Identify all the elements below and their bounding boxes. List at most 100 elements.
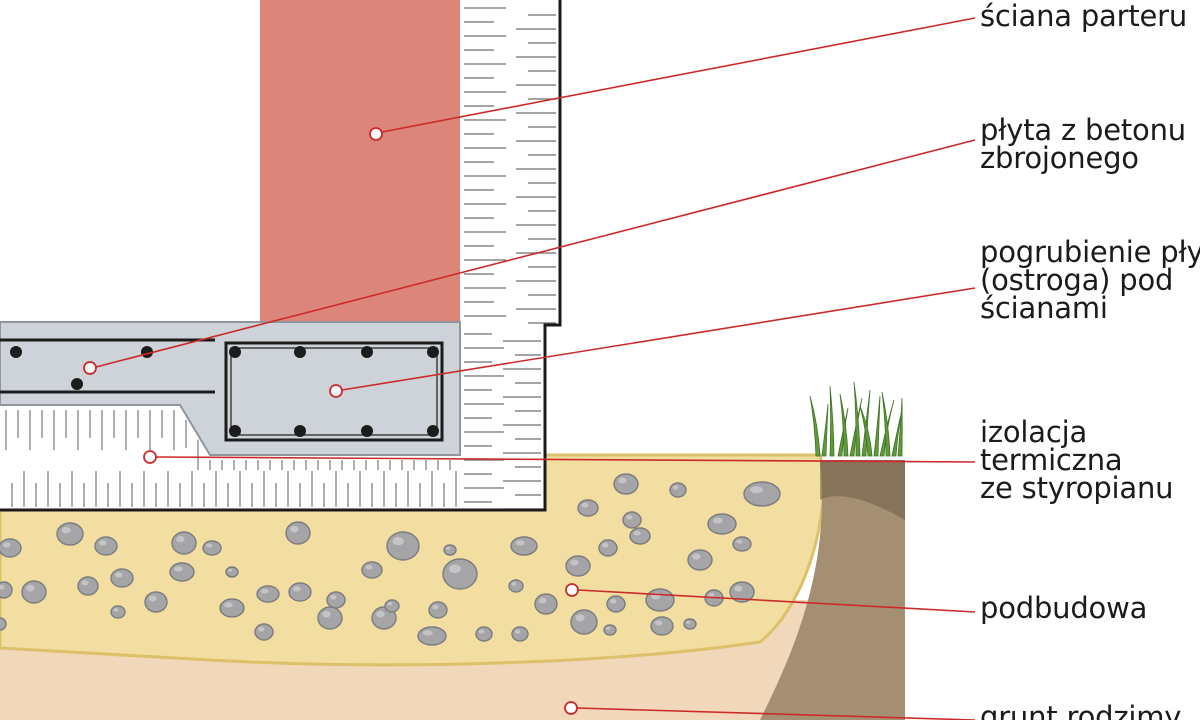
wall-outline — [0, 0, 562, 512]
stone-highlight — [672, 485, 679, 490]
stone-highlight — [712, 517, 723, 524]
stone-highlight — [734, 585, 743, 592]
stone — [475, 626, 493, 642]
stone-highlight — [98, 540, 107, 546]
stone-highlight — [292, 586, 301, 592]
stone — [442, 558, 478, 590]
stone — [508, 579, 524, 593]
stone — [219, 598, 245, 618]
stone — [0, 581, 13, 599]
leader-line-plyta — [95, 139, 976, 368]
marker-podbudowa — [565, 583, 579, 597]
stone — [510, 536, 538, 556]
grass-blade — [829, 385, 835, 457]
rebar-dot — [294, 346, 306, 358]
rebar-cage-inner — [230, 347, 438, 436]
stone — [77, 576, 99, 596]
stone-highlight — [538, 597, 547, 604]
rebar-dot — [229, 425, 241, 437]
stone — [570, 609, 598, 635]
perimeter-insulation-hatch — [464, 333, 541, 510]
stone — [645, 588, 675, 612]
stone — [417, 626, 447, 646]
stone — [683, 618, 697, 630]
leader-line-pogrubienie — [341, 287, 976, 391]
stone-highlight — [113, 608, 119, 612]
rebar-dot — [10, 346, 22, 358]
label-line: (ostroga) pod — [980, 263, 1174, 297]
marker-plyta — [83, 361, 97, 375]
stone — [326, 591, 346, 609]
stone — [169, 562, 195, 582]
stone-highlight — [322, 610, 331, 618]
stone — [254, 623, 274, 641]
stone-highlight — [736, 539, 743, 544]
topsoil-shade — [820, 460, 905, 520]
stone-highlight — [260, 588, 269, 594]
rebar-dot — [361, 346, 373, 358]
grass-blade — [821, 403, 829, 457]
stone-highlight — [478, 629, 485, 634]
label-pogrubienie-plyty: pogrubienie płyty (ostroga) pod ścianami — [980, 238, 1200, 325]
stone — [687, 549, 713, 571]
stone — [0, 617, 7, 631]
grass-blade — [873, 395, 881, 457]
label-line: ścianami — [980, 291, 1108, 325]
stone-highlight — [686, 620, 691, 624]
stone-highlight — [511, 582, 517, 586]
stone-highlight — [570, 559, 579, 566]
stone — [288, 582, 312, 602]
stone-highlight — [206, 543, 213, 548]
stone — [577, 499, 599, 517]
stone-highlight — [633, 530, 641, 536]
stone-highlight — [618, 477, 627, 484]
label-line: zbrojonego — [980, 141, 1139, 175]
stone — [285, 521, 311, 545]
rebar-cage — [224, 341, 444, 442]
stone-highlight — [2, 542, 11, 548]
stone-highlight — [392, 536, 404, 546]
stone-highlight — [581, 502, 589, 508]
rebar-dot — [427, 425, 439, 437]
stone-highlight — [148, 595, 157, 602]
stone — [56, 522, 84, 546]
leader-markers — [83, 127, 579, 715]
stone-highlight — [61, 526, 71, 534]
stone — [386, 531, 420, 561]
stone-highlight — [224, 602, 233, 608]
grass-blade — [809, 395, 821, 457]
stone — [598, 539, 618, 557]
marker-izolacja — [143, 450, 157, 464]
stone — [613, 473, 639, 495]
stone-highlight — [448, 564, 461, 574]
grass-blade — [859, 405, 873, 457]
ground-floor-wall — [260, 0, 460, 325]
stone-highlight — [26, 584, 35, 592]
stone-highlight — [575, 614, 585, 622]
label-line: izolacja — [980, 415, 1088, 449]
wall-insulation-hatch — [464, 7, 556, 324]
stone — [317, 606, 343, 630]
rebar-dot — [294, 425, 306, 437]
stone-highlight — [626, 514, 633, 520]
stone-highlight — [0, 584, 5, 590]
stone-highlight — [750, 486, 763, 494]
stone-highlight — [290, 525, 299, 533]
grass-blade — [897, 397, 903, 457]
label-line: ściana parteru — [980, 0, 1188, 33]
stone — [144, 591, 168, 613]
rebar-dot — [361, 425, 373, 437]
leader-line-izolacja — [155, 456, 976, 463]
grass-blade — [881, 391, 891, 457]
stone-highlight — [610, 598, 617, 604]
stone — [171, 531, 197, 555]
stone — [202, 540, 222, 556]
rebar-dot — [71, 378, 83, 390]
stone-highlight — [81, 580, 89, 586]
stone — [534, 593, 558, 615]
stone — [361, 561, 383, 579]
stone-highlight — [376, 610, 385, 618]
stone — [94, 536, 118, 556]
label-line: płyta z betonu — [980, 113, 1186, 147]
